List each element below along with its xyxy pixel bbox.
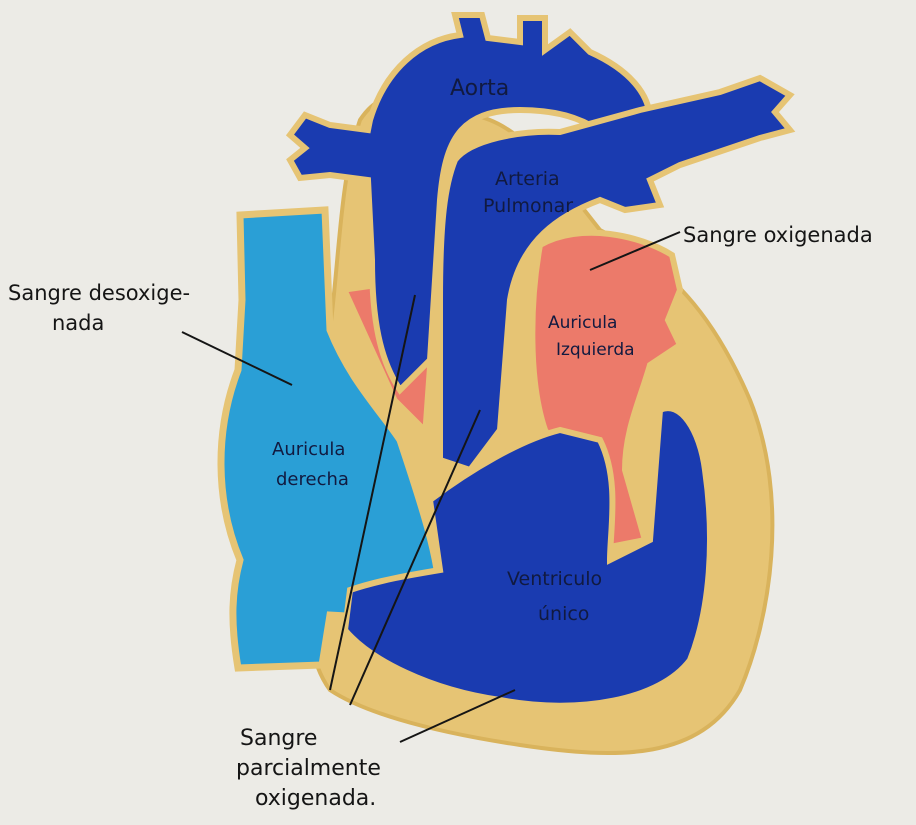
- label-pulmonary-artery-2: Pulmonar: [483, 195, 573, 217]
- annotation-oxygenated: Sangre oxigenada: [683, 223, 873, 247]
- annotation-deoxygenated-1: Sangre desoxige-: [8, 281, 190, 305]
- label-pulmonary-artery-1: Arteria: [495, 168, 560, 190]
- annotation-deoxygenated-2: nada: [52, 311, 104, 335]
- label-right-atrium-2: derecha: [276, 469, 349, 490]
- annotation-partial-3: oxigenada.: [255, 786, 376, 811]
- label-ventricle-1: Ventriculo: [507, 568, 602, 590]
- label-ventricle-2: único: [538, 603, 589, 625]
- annotation-partial-2: parcialmente: [236, 756, 381, 781]
- label-aorta: Aorta: [450, 76, 509, 101]
- label-left-atrium-1: Auricula: [548, 313, 617, 333]
- annotation-partial-1: Sangre: [240, 726, 317, 751]
- label-left-atrium-2: Izquierda: [556, 340, 635, 360]
- label-right-atrium-1: Auricula: [272, 439, 345, 460]
